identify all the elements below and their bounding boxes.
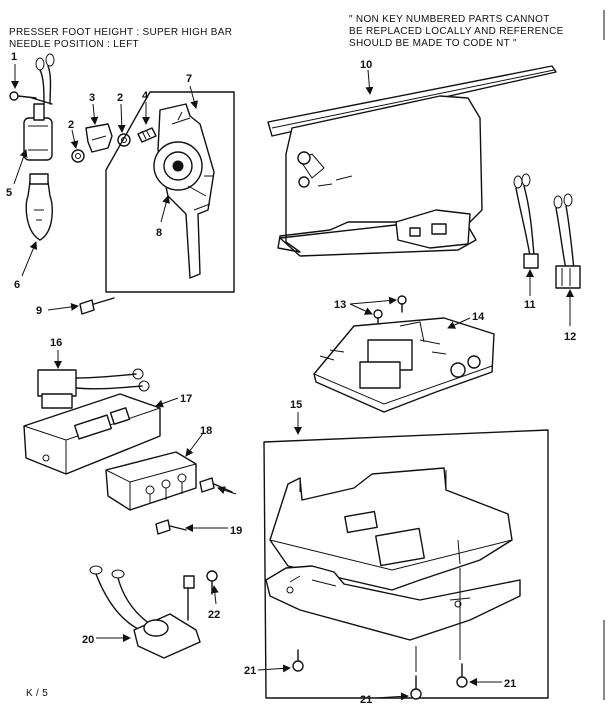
- label-part-3: 3: [89, 92, 95, 104]
- part-1-lamp-lead: [9, 53, 55, 105]
- label-part-21a: 21: [244, 665, 256, 677]
- label-part-10: 10: [360, 59, 372, 71]
- part-11-harness: [513, 173, 539, 269]
- note-line-2: BE REPLACED LOCALLY AND REFERENCE: [349, 26, 564, 37]
- part-15-frame-box: [263, 429, 549, 699]
- part-12-harness: [553, 193, 581, 289]
- note-line-3: SHOULD BE MADE TO CODE NT ": [349, 38, 517, 49]
- label-part-20: 20: [82, 634, 94, 646]
- label-part-21c: 21: [504, 678, 516, 690]
- part-8-tension-bracket: [153, 103, 215, 279]
- page-code: K / 5: [26, 688, 49, 699]
- label-part-22: 22: [208, 609, 220, 621]
- label-part-15: 15: [290, 399, 302, 411]
- label-part-2a: 2: [68, 119, 74, 131]
- part-18-connector-block: [105, 451, 197, 511]
- label-part-17: 17: [180, 393, 192, 405]
- label-part-7: 7: [186, 73, 192, 85]
- part-20-capacitor: [89, 565, 201, 659]
- part-13-screws: [373, 295, 407, 327]
- label-part-16: 16: [50, 337, 62, 349]
- leader-lines: [11, 64, 574, 701]
- part-5-lamp-socket: [23, 97, 53, 161]
- label-part-19: 19: [230, 525, 242, 537]
- label-part-13: 13: [334, 299, 346, 311]
- label-part-6: 6: [14, 279, 20, 291]
- label-part-21b: 21: [360, 694, 372, 706]
- part-10-arm-cover: [267, 65, 557, 257]
- label-part-1: 1: [11, 51, 17, 63]
- label-part-18: 18: [200, 425, 212, 437]
- spec-line-2: NEEDLE POSITION : LEFT: [9, 39, 139, 50]
- part-7-frame-box: [105, 91, 235, 293]
- part-19-screws: [155, 477, 233, 535]
- spec-line-1: PRESSER FOOT HEIGHT : SUPER HIGH BAR: [9, 27, 233, 38]
- label-part-4: 4: [142, 90, 149, 102]
- label-part-9: 9: [36, 305, 42, 317]
- note-line-1: " NON KEY NUMBERED PARTS CANNOT: [349, 14, 550, 25]
- label-part-12: 12: [564, 331, 576, 343]
- label-part-5: 5: [6, 187, 12, 199]
- label-part-11: 11: [524, 299, 536, 311]
- label-part-8: 8: [156, 227, 162, 239]
- part-21-screws: [292, 649, 468, 700]
- part-9-screw: [79, 297, 115, 315]
- part-3-lamp-holder: [85, 123, 113, 153]
- part-14-circuit-board: [313, 317, 495, 413]
- part-15-base-cover: [265, 467, 521, 641]
- label-part-14: 14: [472, 311, 485, 323]
- part-16-switch: [37, 368, 150, 409]
- part-17-switch-housing: [23, 393, 161, 475]
- part-4-set-screw: [137, 127, 157, 143]
- part-22-screw: [206, 570, 218, 595]
- part-6-bulb: [25, 173, 53, 241]
- part-2-screw-left: [71, 149, 85, 163]
- label-part-2b: 2: [117, 92, 123, 104]
